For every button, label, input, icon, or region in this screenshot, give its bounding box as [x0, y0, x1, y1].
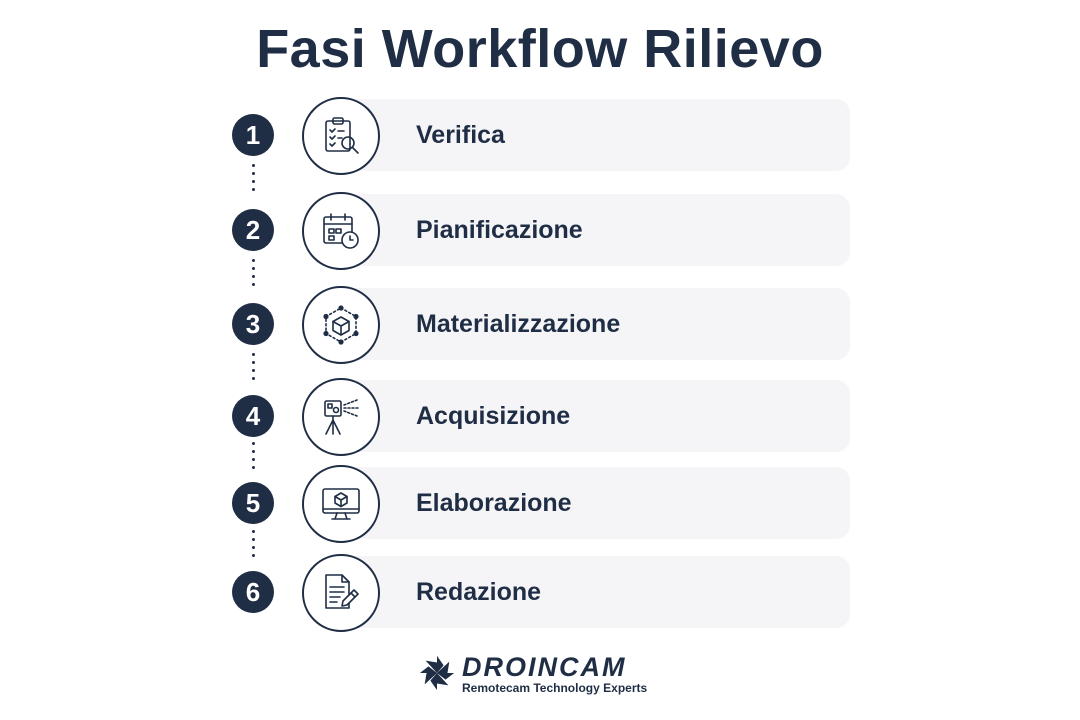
brand-tagline: Remotecam Technology Experts	[462, 681, 648, 695]
tripod-scanner-icon	[302, 378, 380, 456]
step-5: 5 Elaborazione	[0, 465, 1080, 543]
dotted-connector	[252, 530, 255, 562]
step-1: 1 Verifica	[0, 97, 1080, 175]
step-label: Materializzazione	[416, 310, 621, 338]
calendar-clock-icon	[302, 192, 380, 270]
brand-logo: DROINCAM Remotecam Technology Experts	[418, 652, 678, 698]
step-label: Pianificazione	[416, 216, 583, 244]
step-6: 6 Redazione	[0, 554, 1080, 632]
step-4: 4 Acquisizione	[0, 378, 1080, 456]
step-number-badge: 1	[232, 114, 274, 156]
step-number-badge: 2	[232, 209, 274, 251]
step-number-badge: 3	[232, 303, 274, 345]
step-card	[330, 288, 850, 360]
step-card	[330, 99, 850, 171]
document-pencil-icon	[302, 554, 380, 632]
step-3: 3 Materializzazione	[0, 286, 1080, 364]
step-number-badge: 6	[232, 571, 274, 613]
step-card	[330, 194, 850, 266]
clipboard-search-icon	[302, 97, 380, 175]
brand-name: DROINCAM	[462, 652, 627, 682]
droincam-logo-icon	[419, 655, 455, 691]
page-title: Fasi Workflow Rilievo	[256, 19, 824, 79]
step-label: Acquisizione	[416, 402, 571, 430]
dotted-connector	[252, 442, 255, 474]
step-label: Elaborazione	[416, 489, 572, 517]
step-label: Verifica	[416, 121, 505, 149]
step-card	[330, 380, 850, 452]
dotted-connector	[252, 164, 255, 196]
step-card	[330, 467, 850, 539]
dotted-connector	[252, 259, 255, 291]
step-card	[330, 556, 850, 628]
step-number-badge: 5	[232, 482, 274, 524]
step-label: Redazione	[416, 578, 542, 606]
step-number-badge: 4	[232, 395, 274, 437]
step-2: 2 Pianificazione	[0, 192, 1080, 270]
dotted-connector	[252, 353, 255, 385]
cube-network-icon	[302, 286, 380, 364]
monitor-cube-icon	[302, 465, 380, 543]
